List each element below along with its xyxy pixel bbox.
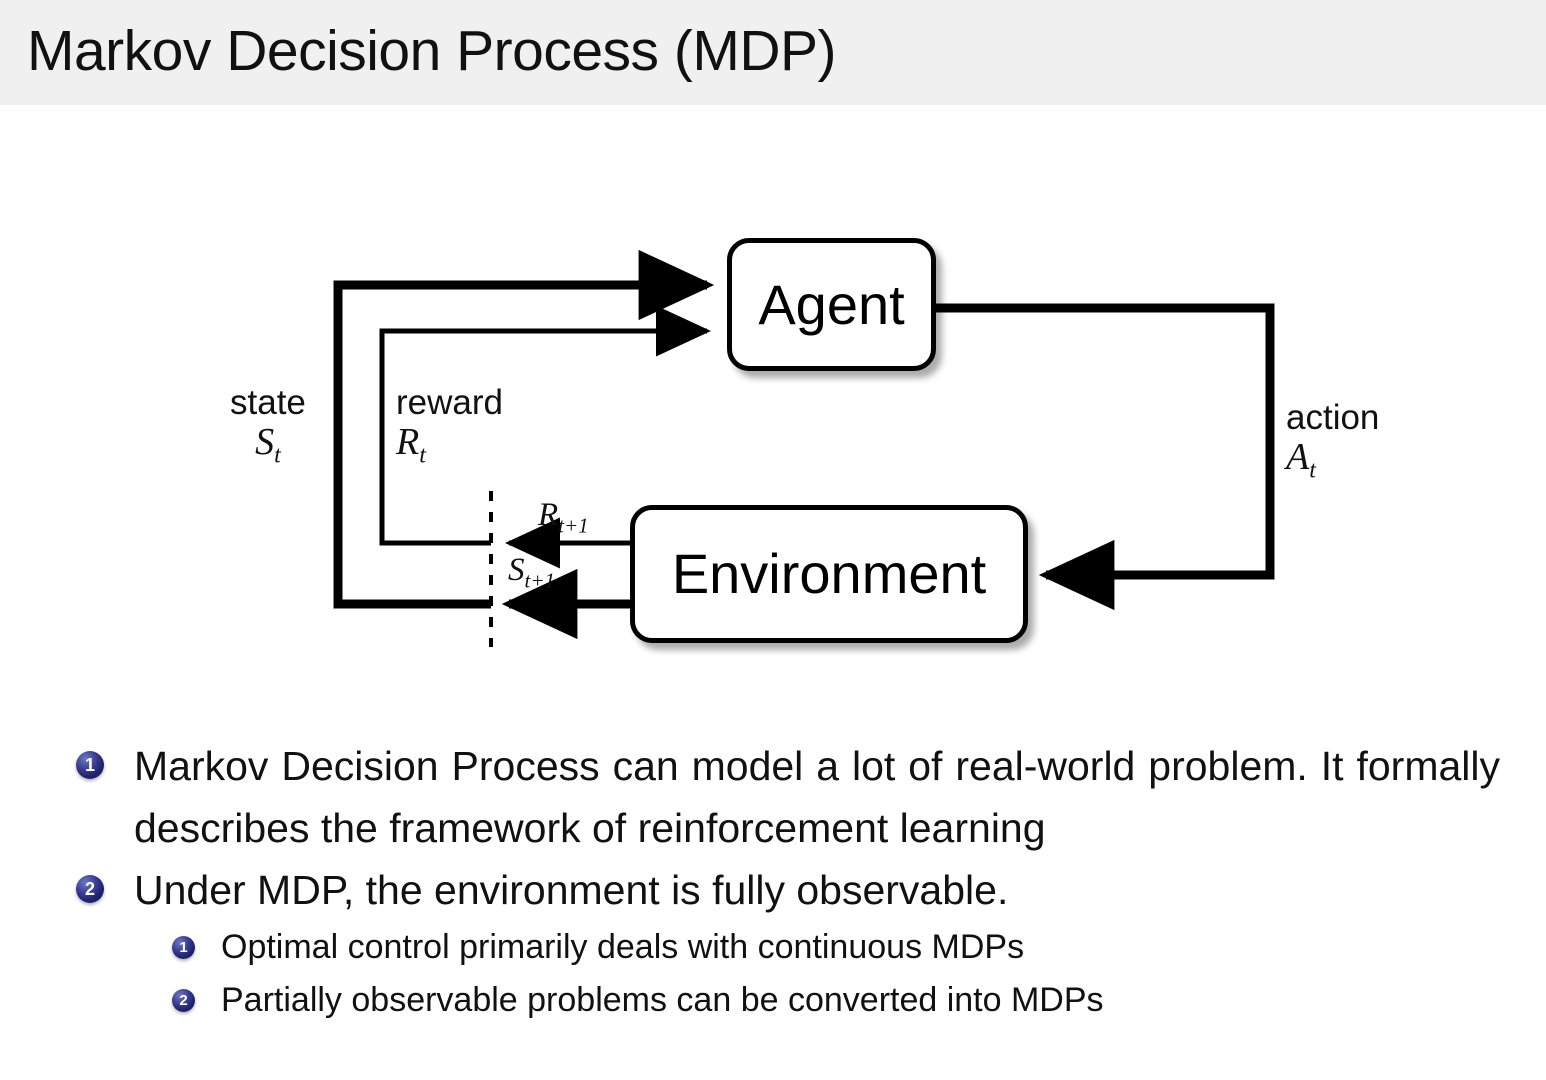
environment-node-label: Environment	[671, 542, 987, 605]
state-next-symbol-base: S	[508, 552, 525, 588]
reward-next-label: Rt+1	[538, 498, 589, 543]
reward-symbol-subscript: t	[419, 442, 426, 469]
mdp-interaction-diagram: Agent Environment state St reward Rt act…	[0, 105, 1546, 725]
reward-label-symbol: Rt	[396, 422, 503, 476]
reward-label-group: reward Rt	[396, 384, 503, 476]
sub-bullet-text-2: Partially observable problems can be con…	[221, 981, 1104, 1019]
list-item: 2 Partially observable problems can be c…	[172, 974, 1500, 1027]
bullet-text-1: Markov Decision Process can model a lot …	[134, 743, 1500, 851]
action-label-symbol: At	[1286, 437, 1379, 491]
agent-node-label: Agent	[758, 272, 905, 336]
reward-next-symbol-base: R	[538, 497, 559, 533]
page-title: Markov Decision Process (MDP)	[27, 19, 837, 83]
state-next-symbol-subscript: t+1	[524, 568, 556, 593]
environment-node: Environment	[630, 505, 1028, 643]
state-label-word: state	[230, 383, 306, 422]
state-label-group: state St	[230, 384, 306, 476]
list-item: 2 Under MDP, the environment is fully ob…	[76, 859, 1500, 921]
content-bullet-list: 1 Markov Decision Process can model a lo…	[0, 735, 1546, 1027]
state-label-symbol: St	[230, 422, 306, 476]
reward-next-symbol-subscript: t+1	[558, 513, 589, 538]
diagram-connectors	[333, 249, 1275, 647]
list-item: 1 Markov Decision Process can model a lo…	[76, 735, 1500, 859]
slide-header-bar	[0, 0, 1546, 105]
state-symbol-base: S	[255, 421, 275, 463]
state-next-label: St+1	[508, 553, 555, 598]
state-feedback-path	[333, 249, 715, 609]
action-symbol-base: A	[1286, 436, 1310, 478]
action-symbol-subscript: t	[1309, 457, 1316, 484]
action-path	[936, 303, 1275, 611]
reward-feedback-path	[379, 305, 712, 546]
bullet-marker-1: 1	[76, 751, 104, 779]
agent-node: Agent	[727, 238, 936, 371]
action-label-word: action	[1286, 398, 1380, 437]
list-item: 1 Optimal control primarily deals with c…	[172, 921, 1500, 974]
bullet-text-2: Under MDP, the environment is fully obse…	[134, 867, 1009, 913]
sub-bullet-text-1: Optimal control primarily deals with con…	[221, 928, 1025, 966]
sub-bullet-marker-1: 1	[172, 936, 195, 959]
sub-bullet-marker-2: 2	[172, 989, 195, 1012]
bullet-marker-2: 2	[76, 875, 104, 903]
reward-symbol-base: R	[396, 421, 420, 463]
reward-label-word: reward	[396, 383, 503, 422]
action-label-group: action At	[1286, 399, 1379, 491]
state-symbol-subscript: t	[274, 442, 281, 469]
